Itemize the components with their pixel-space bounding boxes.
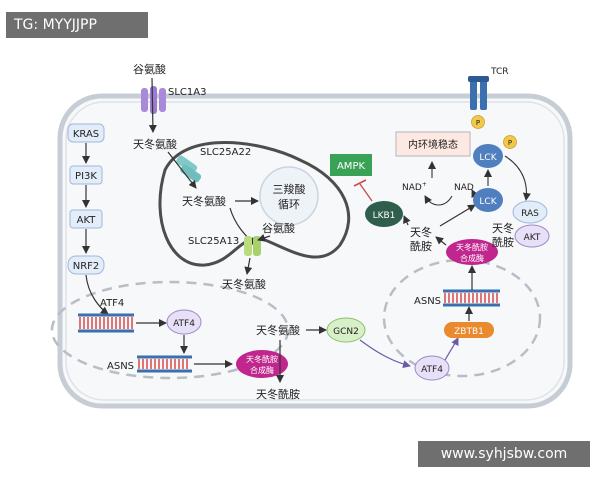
homeostasis-label: 内环境稳态 (408, 138, 458, 151)
phospho-right-label: P (508, 139, 512, 147)
cell-membrane-inner (65, 101, 565, 401)
lkb1-node (365, 201, 403, 227)
tca-cycle-label-2: 循环 (278, 198, 300, 211)
ampk-node (330, 154, 372, 176)
asns-enzyme-center (236, 350, 288, 378)
glutamate-mito-label: 谷氨酸 (262, 221, 295, 235)
asns-right-label: ASNS (414, 296, 441, 307)
akt-left-box (69, 209, 103, 229)
aspartate-mito-label: 天冬氨酸 (182, 194, 226, 208)
akt-right-node (514, 224, 550, 248)
asns-enzyme-center-l2: 合成酶 (250, 365, 274, 375)
pi3k-box (69, 165, 103, 185)
nad-label: NAD (454, 183, 474, 193)
phospho-top-label: P (476, 119, 480, 127)
ampk-label: AMPK (337, 161, 365, 172)
atf4-right-label: ATF4 (421, 365, 443, 375)
aspartate-out-mito-label: 天冬氨酸 (222, 277, 266, 291)
arrow-atf4-zbtb1 (444, 337, 459, 361)
arrow-glutamate-mito (257, 233, 271, 242)
watermark-url: www.syhjsbw.com (418, 441, 590, 467)
lkb1-label: LKB1 (373, 211, 396, 221)
zbtb1-label: ZBTB1 (454, 327, 484, 337)
arrow-tca-out (229, 207, 256, 246)
nad-plus-label: NAD+ (402, 181, 427, 193)
slc25a13-label: SLC25A13 (188, 236, 239, 247)
phospho-top (471, 115, 485, 129)
watermark-tag: TG: MYYJJPP (6, 12, 148, 38)
arrow-slc25a22 (167, 151, 197, 189)
arrow-glutamate-in (148, 77, 157, 133)
arrow-enzyme-asparagine (435, 236, 447, 246)
arrow-gcn2-atf4 (359, 339, 411, 369)
gcn2-node (326, 317, 366, 343)
tcr-label: TCR (490, 67, 509, 77)
nad-cycle-arrow (424, 195, 453, 206)
aspartate-in-label: 天冬氨酸 (133, 137, 177, 151)
tcr-receptor (468, 76, 489, 110)
asparagine-akt-l2: 酰胺 (492, 235, 514, 249)
tca-cycle-label-1: 三羧酸 (273, 182, 306, 196)
inhibit-lkb1-ampk (359, 183, 373, 202)
nucleus-left (50, 280, 290, 380)
mitochondrion (158, 141, 351, 267)
atf4-right-node (414, 355, 450, 381)
lck-top-node (473, 144, 503, 168)
homeostasis-box (395, 131, 471, 157)
aspartate-center-label: 天冬氨酸 (256, 323, 300, 337)
tca-cycle-node (259, 166, 319, 226)
kras-label: KRAS (73, 129, 99, 140)
dna-left-bottom (137, 355, 192, 373)
akt-right-label: AKT (524, 233, 541, 243)
arrow-lck-ras (504, 155, 531, 201)
ras-label: RAS (521, 209, 539, 219)
pi3k-label: PI3K (75, 171, 97, 182)
inhibit-bar (353, 179, 367, 187)
kras-box (67, 123, 105, 143)
asparagine-akt-l1: 天冬 (492, 221, 514, 235)
slc1a3-transporter (141, 86, 166, 114)
asparagine-center-label: 天冬酰胺 (256, 387, 300, 401)
akt-left-label: AKT (77, 215, 97, 226)
atf4-protein (166, 309, 202, 335)
ras-node (512, 200, 548, 224)
lck-top-label: LCK (479, 153, 497, 163)
asns-enzyme-right-l2: 合成酶 (460, 253, 484, 263)
zbtb1-node (444, 322, 494, 338)
asns-left-label: ASNS (107, 361, 134, 372)
slc25a22-transporter (176, 155, 202, 183)
slc1a3-label: SLC1A3 (168, 87, 206, 98)
arrow-nrf2-dna (85, 274, 109, 315)
nrf2-label: NRF2 (73, 261, 100, 272)
asns-enzyme-center-l1: 天冬酰胺 (246, 354, 278, 364)
nucleus-right (382, 258, 542, 378)
atf4-label: ATF4 (100, 298, 124, 309)
gcn2-label: GCN2 (333, 327, 359, 337)
atf4-protein-label: ATF4 (173, 319, 195, 329)
slc25a22-label: SLC25A22 (200, 147, 251, 158)
arrow-asparagine-lkb1 (403, 215, 411, 226)
asns-enzyme-right-l1: 天冬酰胺 (456, 242, 488, 252)
dna-right (443, 289, 500, 307)
asns-enzyme-right (446, 239, 498, 265)
lck-bottom-label: LCK (479, 197, 497, 207)
nrf2-box (67, 255, 105, 275)
lck-bottom-node (473, 188, 503, 212)
glutamate-outside-label: 谷氨酸 (133, 62, 166, 76)
arrow-asparagine-lck (439, 204, 476, 227)
phospho-right (503, 135, 517, 149)
asparagine-right-l1: 天冬 (410, 225, 432, 239)
asparagine-right-l2: 酰胺 (410, 239, 432, 253)
dna-left-top (78, 313, 134, 333)
arrow-aspartate-out (244, 257, 253, 275)
